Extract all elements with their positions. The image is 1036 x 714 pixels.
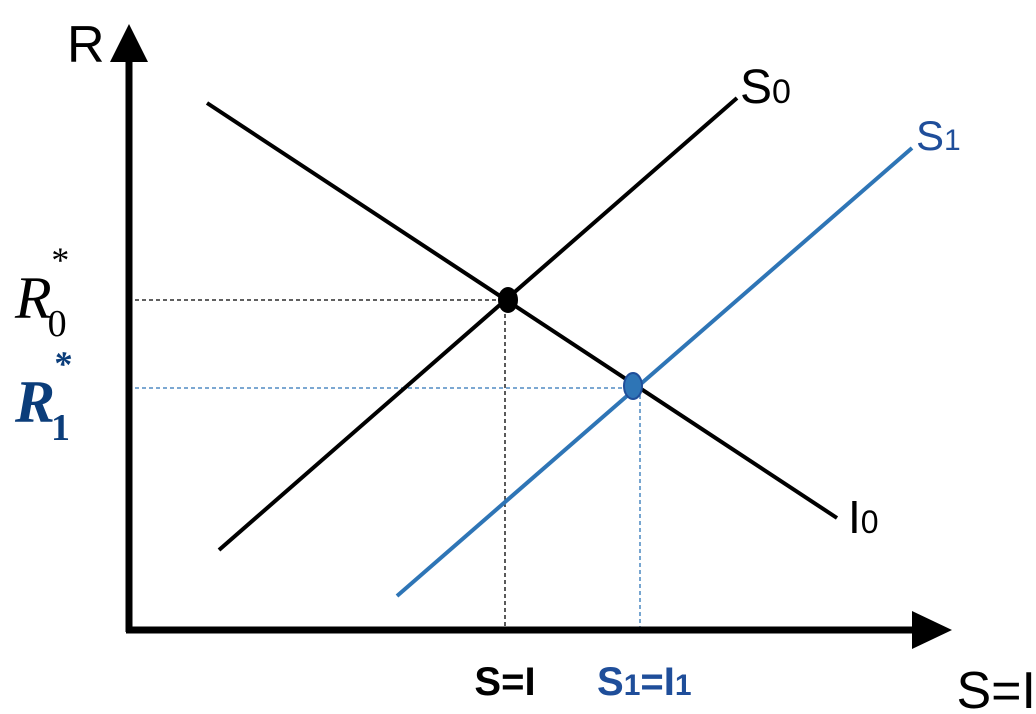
x-axis-arrowhead (912, 611, 952, 649)
equilibrium-point-1 (623, 372, 643, 400)
i0-label: I0 (848, 491, 879, 543)
r1-star-label: R*1 (14, 344, 72, 449)
q0-label: S=I (474, 660, 535, 704)
equilibrium-point-0 (498, 287, 518, 313)
savings-curve-s0 (217, 96, 739, 552)
y-axis-label: R (67, 16, 105, 74)
savings-curve-s1 (395, 146, 914, 598)
s0-label: S0 (740, 61, 791, 114)
r0-star-label: R*0 (14, 240, 68, 345)
s1-label: S1 (916, 112, 961, 159)
y-axis-arrowhead (110, 24, 148, 62)
x-axis-label: S=I (957, 662, 1036, 714)
investment-curve-i0 (205, 101, 839, 520)
q1-label: S1=I1 (597, 660, 692, 704)
